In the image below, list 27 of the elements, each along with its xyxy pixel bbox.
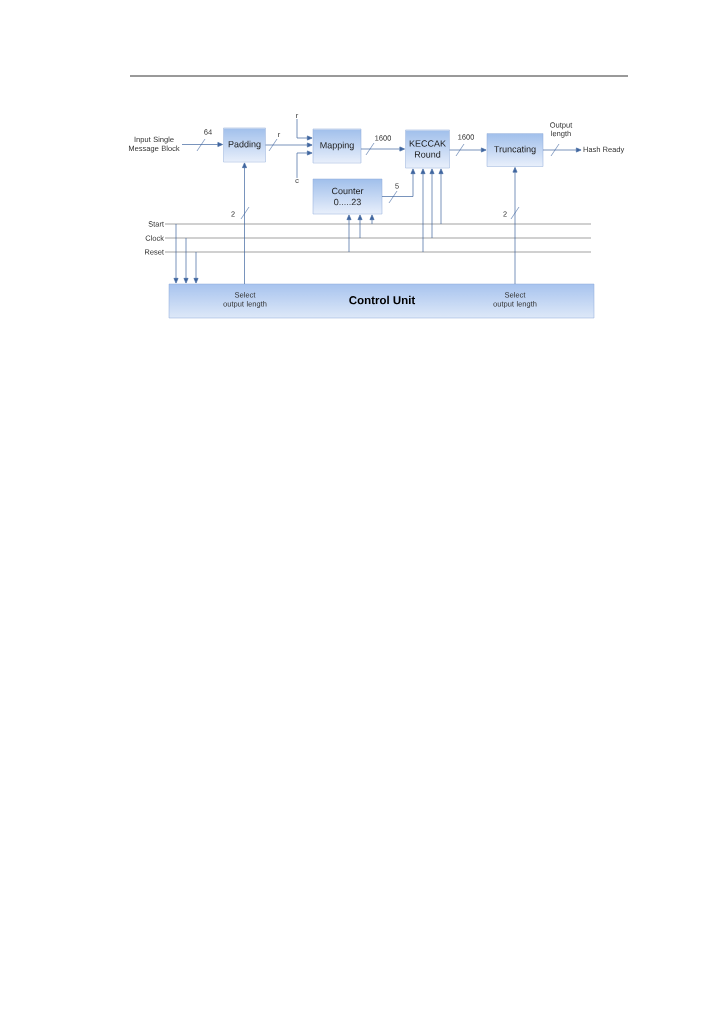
arrow (181, 142, 223, 147)
arrow (512, 167, 518, 285)
process-box: Counter 0.....23 (312, 178, 383, 215)
process-box: Padding (223, 127, 266, 163)
arrow (438, 168, 444, 225)
process-box: Truncating (486, 133, 544, 167)
arrow (369, 214, 375, 225)
arrow (381, 168, 416, 197)
arrow (360, 146, 405, 152)
arrow (242, 162, 247, 285)
arrow (420, 168, 426, 253)
arrow (542, 147, 582, 153)
arrow (429, 168, 435, 239)
bus-line (164, 251, 592, 253)
arrow (346, 214, 352, 253)
arrow (296, 118, 313, 141)
arrow (449, 147, 487, 153)
process-box: Mapping (312, 128, 362, 164)
arrow (296, 150, 313, 179)
arrow (193, 251, 199, 284)
arrow (183, 237, 189, 284)
arrow (265, 142, 313, 148)
arrow (357, 214, 363, 239)
process-box: KECCAK Round (405, 129, 450, 169)
bus-line (164, 237, 592, 239)
arrow (173, 223, 179, 284)
bus-line (164, 223, 592, 225)
